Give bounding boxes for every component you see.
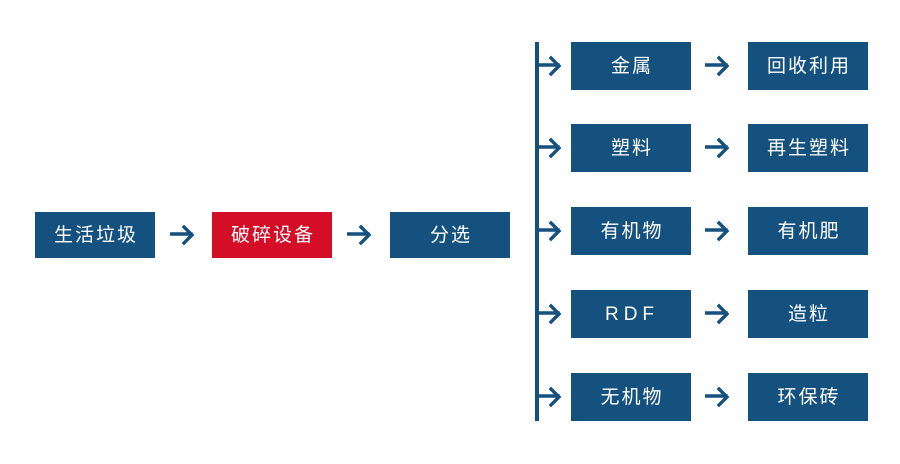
- node-product-recycled-plastic[interactable]: 再生塑料: [748, 124, 868, 172]
- arrow-right-icon: [537, 136, 567, 160]
- arrow-right-icon: [170, 223, 200, 247]
- node-material-rdf[interactable]: RDF: [571, 290, 691, 338]
- arrow-right-icon: [705, 136, 735, 160]
- arrow-right-icon: [705, 385, 735, 409]
- arrow-right-icon: [537, 302, 567, 326]
- arrow-right-icon: [347, 223, 377, 247]
- node-sorting[interactable]: 分选: [390, 212, 510, 258]
- node-product-recycling[interactable]: 回收利用: [748, 42, 868, 90]
- node-product-organic-fertilizer[interactable]: 有机肥: [748, 207, 868, 255]
- node-household-waste[interactable]: 生活垃圾: [35, 212, 155, 258]
- node-material-organic[interactable]: 有机物: [571, 207, 691, 255]
- arrow-right-icon: [537, 219, 567, 243]
- arrow-right-icon: [537, 385, 567, 409]
- arrow-right-icon: [705, 219, 735, 243]
- arrow-right-icon: [537, 54, 567, 78]
- node-crushing-equipment[interactable]: 破碎设备: [212, 212, 332, 258]
- node-material-plastic[interactable]: 塑料: [571, 124, 691, 172]
- arrow-right-icon: [705, 302, 735, 326]
- node-product-pelletizing[interactable]: 造粒: [748, 290, 868, 338]
- arrow-right-icon: [705, 54, 735, 78]
- node-material-metal[interactable]: 金属: [571, 42, 691, 90]
- node-material-inorganic[interactable]: 无机物: [571, 373, 691, 421]
- node-product-eco-brick[interactable]: 环保砖: [748, 373, 868, 421]
